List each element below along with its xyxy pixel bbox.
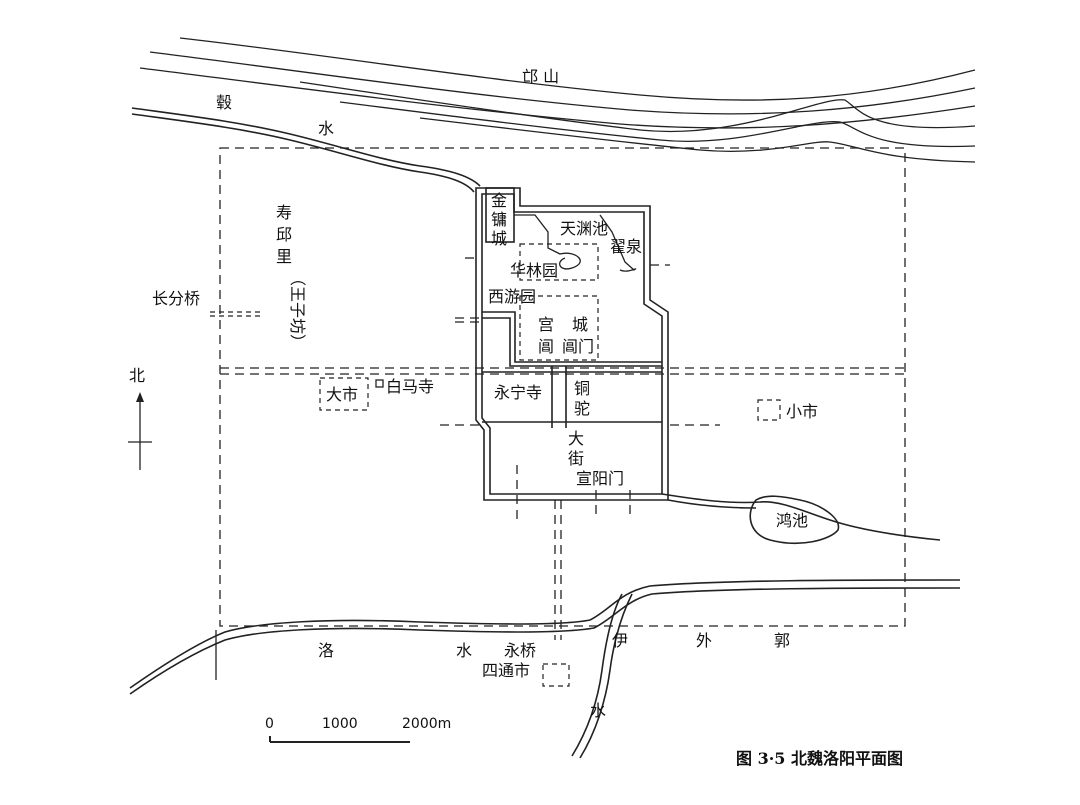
label-tongtuo-1: 铜 [574,379,590,398]
label-dashi: 大市 [326,385,358,404]
label-gong-2: 阊 [538,337,554,356]
label-hongchi: 鸿池 [776,511,808,530]
label-cheng-2: 阊门 [562,337,594,356]
label-tongtuo-2: 驼 [574,399,590,418]
label-jinyongcheng-3: 城 [491,229,507,248]
luoshui-river [129,579,961,695]
scale-tick-2000: 2000m [402,716,451,732]
label-luoshui-1: 洛 [318,641,334,660]
baimasi-marker [375,379,384,388]
scale-tick-0: 0 [265,716,274,732]
scale-bar: 0 1000 2000m [265,716,451,743]
hongchi-pond [661,493,941,544]
dashi-market-box [319,377,369,411]
gushui-river [131,107,481,193]
label-mangshan: 邙 山 [522,67,559,86]
scale-tick-1000: 1000 [322,716,358,732]
north-label: 北 [129,366,145,385]
sitongshi-market-box [542,663,570,687]
label-shouqiuli-1: 寿 [276,203,292,222]
north-arrow: 北 [128,366,152,470]
label-gong-1: 宫 [538,315,554,334]
mangshan-contours [139,37,976,163]
label-xiyouyuan: 西游园 [488,287,536,306]
label-yongningsi: 永宁寺 [494,383,542,402]
label-yishui: 水 [590,701,606,720]
label-cheng-1: 城 [572,315,588,334]
label-dajie-1: 大 [568,429,584,448]
label-wangzifang: （王子坊） [288,270,307,350]
label-waiguo-2: 郭 [774,631,790,650]
label-baimasi: 白马寺 [386,377,434,396]
label-luoshui-2: 水 [456,641,472,660]
label-xiaoshi: 小市 [786,402,818,421]
label-diquan: 翟泉 [610,237,642,256]
street-lines [210,257,905,640]
yishui-river [571,593,633,759]
label-gushui-2: 水 [318,119,334,138]
label-waiguo-1: 外 [696,631,712,650]
label-tianyuanchi: 天渊池 [560,219,608,238]
label-gushui-1: 毂 [216,93,232,112]
outer-city-boundary [219,147,906,627]
hualin-garden [519,243,599,281]
inner-city-walls [475,187,669,501]
label-jinyongcheng-2: 镛 [491,210,507,229]
label-shouqiuli-2: 邱 [276,225,292,244]
label-hualinyuan: 华林园 [510,261,558,280]
label-jinyongcheng-1: 金 [491,191,507,210]
label-sitongshi: 四通市 [482,661,530,680]
map-caption: 图 3·5 北魏洛阳平面图 [736,749,903,768]
label-yi: 伊 [612,631,628,650]
label-yongqiao: 永桥 [504,641,536,660]
label-xuanyangmen: 宣阳门 [576,469,624,488]
xiaoshi-market-box [757,399,781,421]
label-changfenqiao: 长分桥 [152,289,200,308]
label-shouqiuli-3: 里 [276,247,292,266]
label-dajie-2: 街 [568,449,584,468]
